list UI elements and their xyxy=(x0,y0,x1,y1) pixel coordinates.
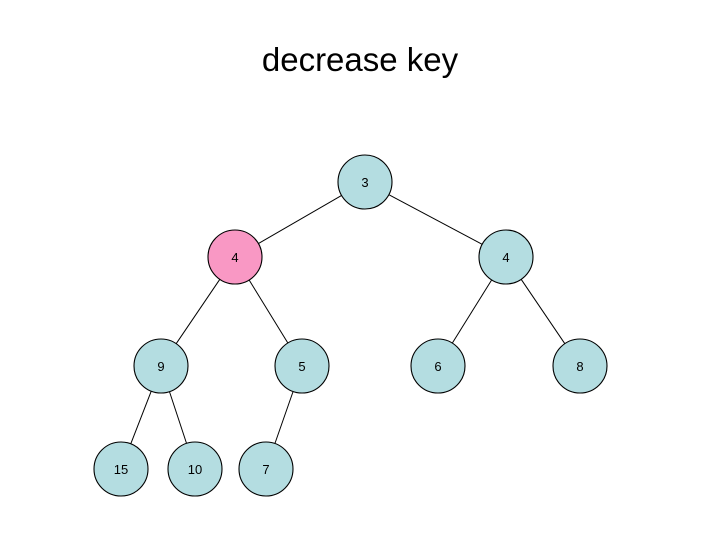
node-label-8: 8 xyxy=(576,359,583,374)
node-circle-9 xyxy=(133,338,189,394)
node-circle-6 xyxy=(410,338,466,394)
node-circle-5 xyxy=(274,338,330,394)
tree-edge-4-to-5 xyxy=(248,279,289,344)
node-label-6: 6 xyxy=(434,359,441,374)
node-circle-3 xyxy=(337,154,393,210)
tree-node-4-highlighted[interactable]: 4 xyxy=(207,229,263,285)
node-label-10: 10 xyxy=(188,462,202,477)
tree-node-8[interactable]: 8 xyxy=(552,338,608,394)
page-title: decrease key xyxy=(261,41,459,78)
node-label-15: 15 xyxy=(114,462,128,477)
tree-node-3[interactable]: 3 xyxy=(337,154,393,210)
node-circle-10 xyxy=(167,441,223,497)
tree-node-9[interactable]: 9 xyxy=(133,338,189,394)
node-label-4: 4 xyxy=(231,250,238,265)
node-circle-4 xyxy=(207,229,263,285)
node-label-3: 3 xyxy=(361,175,368,190)
node-circle-7 xyxy=(238,441,294,497)
node-circle-4 xyxy=(478,229,534,285)
tree-node-7[interactable]: 7 xyxy=(238,441,294,497)
tree-edge-4-to-6 xyxy=(451,279,493,344)
tree-edge-9-to-10 xyxy=(168,391,188,444)
node-label-4: 4 xyxy=(502,250,509,265)
node-circle-8 xyxy=(552,338,608,394)
tree-node-10[interactable]: 10 xyxy=(167,441,223,497)
tree-edge-4-to-8 xyxy=(520,279,566,344)
node-circle-15 xyxy=(93,441,149,497)
tree-node-6[interactable]: 6 xyxy=(410,338,466,394)
tree-node-layer: 3 4 4 9 5 6 8 15 10 7 xyxy=(93,154,608,497)
node-label-5: 5 xyxy=(298,359,305,374)
node-label-9: 9 xyxy=(157,359,164,374)
tree-edge-5-to-7 xyxy=(274,391,294,444)
tree-node-4[interactable]: 4 xyxy=(478,229,534,285)
node-label-7: 7 xyxy=(262,462,269,477)
tree-node-15[interactable]: 15 xyxy=(93,441,149,497)
tree-edge-3-to-4 xyxy=(258,195,342,244)
tree-node-5[interactable]: 5 xyxy=(274,338,330,394)
tree-edge-9-to-15 xyxy=(130,390,152,445)
tree-edge-layer xyxy=(130,194,566,445)
tree-edge-3-to-4 xyxy=(388,194,483,245)
tree-edge-4-to-9 xyxy=(175,279,221,344)
